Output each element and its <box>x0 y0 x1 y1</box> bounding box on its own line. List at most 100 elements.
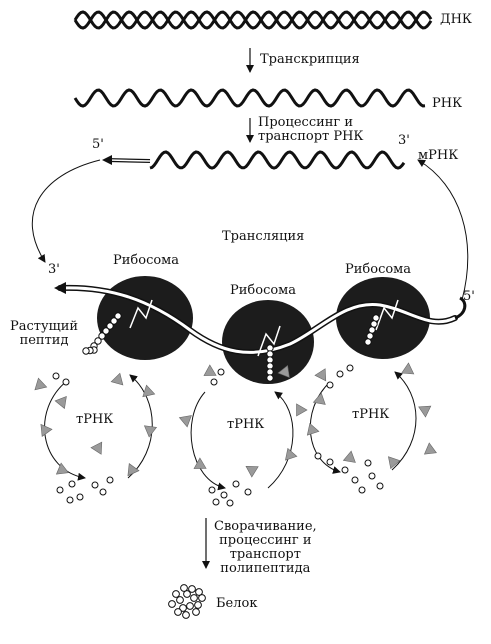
ribosome-left-label: Рибосома <box>113 253 180 268</box>
peptide-left-bead <box>102 327 110 335</box>
trna-triangle <box>312 392 326 405</box>
five-prime-right-label: 5' <box>463 289 475 304</box>
amino-acid-circle <box>351 476 359 484</box>
amino-acid-circle <box>217 368 225 376</box>
amino-acid-circle <box>226 499 234 507</box>
protein-cluster <box>168 584 206 619</box>
peptide-right-bead <box>370 320 378 328</box>
amino-acid-circle <box>326 458 334 466</box>
amino-acid-circle <box>212 498 220 506</box>
peptide-middle-bead <box>266 356 274 364</box>
peptide-chains <box>82 312 380 382</box>
peptide-right-bead <box>368 326 376 334</box>
mrna-wave <box>149 150 406 170</box>
rna-strand <box>73 88 426 108</box>
folding-label: Сворачивание, процессинг и транспорт пол… <box>214 519 317 576</box>
trna-triangle <box>127 463 140 477</box>
protein-bead <box>179 604 187 612</box>
protein-label: Белок <box>216 596 258 611</box>
amino-acid-circle <box>376 482 384 490</box>
translated-mrna-core <box>58 286 457 354</box>
trna-triangle <box>193 457 207 469</box>
amino-acid-circle <box>368 472 376 480</box>
amino-acid-circle <box>341 466 349 474</box>
peptide-middle-bead <box>266 374 274 382</box>
right-cycle-arrow <box>417 159 469 301</box>
amino-acid-circle <box>364 459 372 467</box>
amino-acid-circle <box>91 481 99 489</box>
protein-bead <box>194 601 202 609</box>
protein-bead <box>198 594 206 602</box>
protein-bead <box>172 590 180 598</box>
amino-acid-circle <box>56 486 64 494</box>
trna-left-label: тРНК <box>76 412 114 427</box>
rna-wave <box>73 88 426 108</box>
trna-middle-label: тРНК <box>227 417 265 432</box>
peptide-middle-bead <box>266 350 274 358</box>
amino-acid-circle <box>358 486 366 494</box>
transcription-label: Транскрипция <box>260 52 360 67</box>
amino-acid-circle <box>66 496 74 504</box>
trna-triangle <box>285 447 298 461</box>
amino-acid-circle <box>232 480 240 488</box>
dna-helix <box>73 10 433 30</box>
trna-triangle <box>142 384 156 398</box>
peptide-right-bead <box>372 314 380 322</box>
peptide-left-bead <box>106 322 114 330</box>
growing-peptide-label: Растущий пептид <box>10 319 79 348</box>
amino-acid-circle <box>326 381 334 389</box>
dna-label: ДНК <box>440 12 472 27</box>
ribosome-left-body <box>97 276 193 360</box>
amino-acid-circle <box>208 486 216 494</box>
protein-bead <box>183 590 191 598</box>
processing-transport-label: Процессинг и транспорт РНК <box>258 115 364 144</box>
ribosome-middle-body <box>222 300 314 384</box>
dna-strand-b <box>73 10 433 30</box>
trna-triangle <box>423 442 437 455</box>
peptide-left-tail-bead <box>82 347 90 355</box>
amino-acid-circle <box>76 493 84 501</box>
mrna-5prime-arrowhead <box>102 155 112 165</box>
mrna-label: мРНК <box>418 148 459 163</box>
protein-bead <box>188 585 196 593</box>
peptide-middle-bead <box>266 362 274 370</box>
amino-acid-circle <box>68 480 76 488</box>
protein-bead <box>168 600 176 608</box>
trna-right-label: тРНК <box>352 407 390 422</box>
protein-bead <box>182 611 190 619</box>
trna-triangle <box>178 415 192 428</box>
peptide-left-bead <box>110 317 118 325</box>
dna-strand-a <box>73 10 433 30</box>
left-cycle-arrow <box>31 159 101 263</box>
trna-triangle <box>296 403 308 417</box>
trna-triangle <box>143 425 158 438</box>
rna-label: РНК <box>432 96 463 111</box>
ribosome-right-body <box>336 277 430 359</box>
amino-acid-circle <box>220 491 228 499</box>
trna-triangle <box>306 422 320 436</box>
ribosome-trna-glyphs <box>129 299 399 357</box>
amino-acid-circle <box>106 476 114 484</box>
amino-acid-circle <box>336 370 344 378</box>
ribosome-middle-label: Рибосома <box>230 283 297 298</box>
amino-acid-circle <box>314 452 322 460</box>
protein-bead <box>186 602 194 610</box>
amino-acid-circle <box>62 378 70 386</box>
trna-triangle <box>245 465 259 478</box>
mrna-strand <box>102 150 406 170</box>
protein-bead <box>174 608 182 616</box>
protein-bead <box>190 594 198 602</box>
five-prime-top-label: 5' <box>92 137 104 152</box>
three-prime-left-label: 3' <box>48 262 60 277</box>
trna-triangle <box>418 405 432 418</box>
peptide-left-bead <box>94 337 102 345</box>
trna-triangle <box>401 362 415 375</box>
peptide-right-bead <box>366 332 374 340</box>
mrna-3prime-arrowhead <box>54 282 66 294</box>
protein-bead <box>180 584 188 592</box>
mrna-5prime-hook <box>454 296 467 320</box>
trna-triangle <box>55 462 69 475</box>
trna-triangle <box>90 441 103 455</box>
